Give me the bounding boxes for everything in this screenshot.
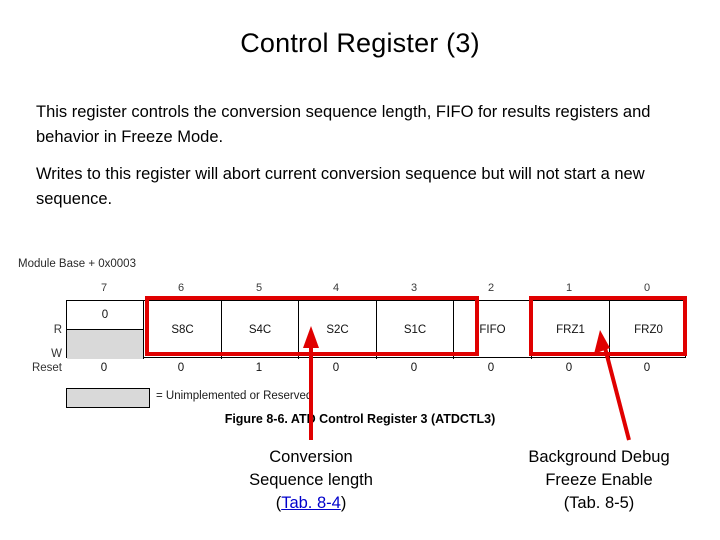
cell-bit2-fifo: FIFO xyxy=(454,301,532,359)
annotation-left-line2: Sequence length xyxy=(249,471,373,489)
reset-value-bit6: 0 xyxy=(177,362,185,374)
bit-number-2: 2 xyxy=(487,282,495,294)
bit-number-4: 4 xyxy=(332,282,340,294)
legend-swatch xyxy=(66,388,150,408)
cell-bit3-s1c: S1C xyxy=(377,301,454,359)
cell-bit0-frz0: FRZ0 xyxy=(634,324,663,336)
bit-number-3: 3 xyxy=(410,282,418,294)
reset-value-bit7: 0 xyxy=(100,362,108,374)
cell-bit1-frz1: FRZ1 xyxy=(532,301,610,359)
bit-number-row: 7 6 5 4 3 2 1 0 xyxy=(66,282,686,300)
annotation-right-line2: Freeze Enable xyxy=(545,471,653,489)
paren-close: ) xyxy=(340,494,347,512)
annotation-right: Background Debug Freeze Enable (Tab. 8-5… xyxy=(494,446,704,515)
cell-write-bit7 xyxy=(67,330,144,359)
body-text: This register controls the conversion se… xyxy=(36,100,696,212)
reset-value-bit3: 0 xyxy=(410,362,418,374)
reset-value-bit5: 1 xyxy=(255,362,263,374)
annotation-left: Conversion Sequence length (Tab. 8-4) xyxy=(228,446,394,515)
row-label-reset: Reset xyxy=(31,362,62,374)
paragraph-1: This register controls the conversion se… xyxy=(36,103,651,146)
annotation-left-line3: (Tab. 8-4) xyxy=(228,492,394,515)
legend-label: = Unimplemented or Reserved xyxy=(156,390,313,402)
register-table: 7 6 5 4 3 2 1 0 R W Reset 0 S8C S4C S2C xyxy=(32,282,686,382)
cell-bit5-s4c: S4C xyxy=(222,301,299,359)
reset-value-bit2: 0 xyxy=(487,362,495,374)
row-label-read: R xyxy=(53,324,62,336)
cell-bit4-s2c: S2C xyxy=(299,301,377,359)
reset-value-row: 0 0 1 0 0 0 0 0 xyxy=(66,362,686,378)
annotation-right-line3: (Tab. 8-5) xyxy=(563,494,635,512)
annotation-left-line1: Conversion xyxy=(269,448,353,466)
register-figure: Module Base + 0x0003 7 6 5 4 3 2 1 0 R W… xyxy=(14,258,706,438)
bit-number-6: 6 xyxy=(177,282,185,294)
annotation-right-line1: Background Debug xyxy=(528,448,670,466)
cell-bit6-s8c: S8C xyxy=(144,301,222,359)
bit-number-5: 5 xyxy=(255,282,263,294)
bit-number-7: 7 xyxy=(100,282,108,294)
paren-open: ( xyxy=(275,494,282,512)
figure-caption: Figure 8-6. ATD Control Register 3 (ATDC… xyxy=(224,412,496,426)
reset-value-bit0: 0 xyxy=(643,362,651,374)
register-bit-grid: 0 S8C S4C S2C S1C FIFO FRZ1 FRZ0 xyxy=(66,300,686,359)
cell-read-bit7: 0 xyxy=(67,301,144,330)
page-title: Control Register (3) xyxy=(240,28,480,58)
reset-value-bit4: 0 xyxy=(332,362,340,374)
bit-number-0: 0 xyxy=(643,282,651,294)
module-base-label: Module Base + 0x0003 xyxy=(18,258,136,270)
row-label-write: W xyxy=(51,348,62,360)
bit-number-1: 1 xyxy=(565,282,573,294)
reset-value-bit1: 0 xyxy=(565,362,573,374)
table-8-4-link[interactable]: Tab. 8-4 xyxy=(281,494,341,512)
paragraph-2: Writes to this register will abort curre… xyxy=(36,165,645,208)
